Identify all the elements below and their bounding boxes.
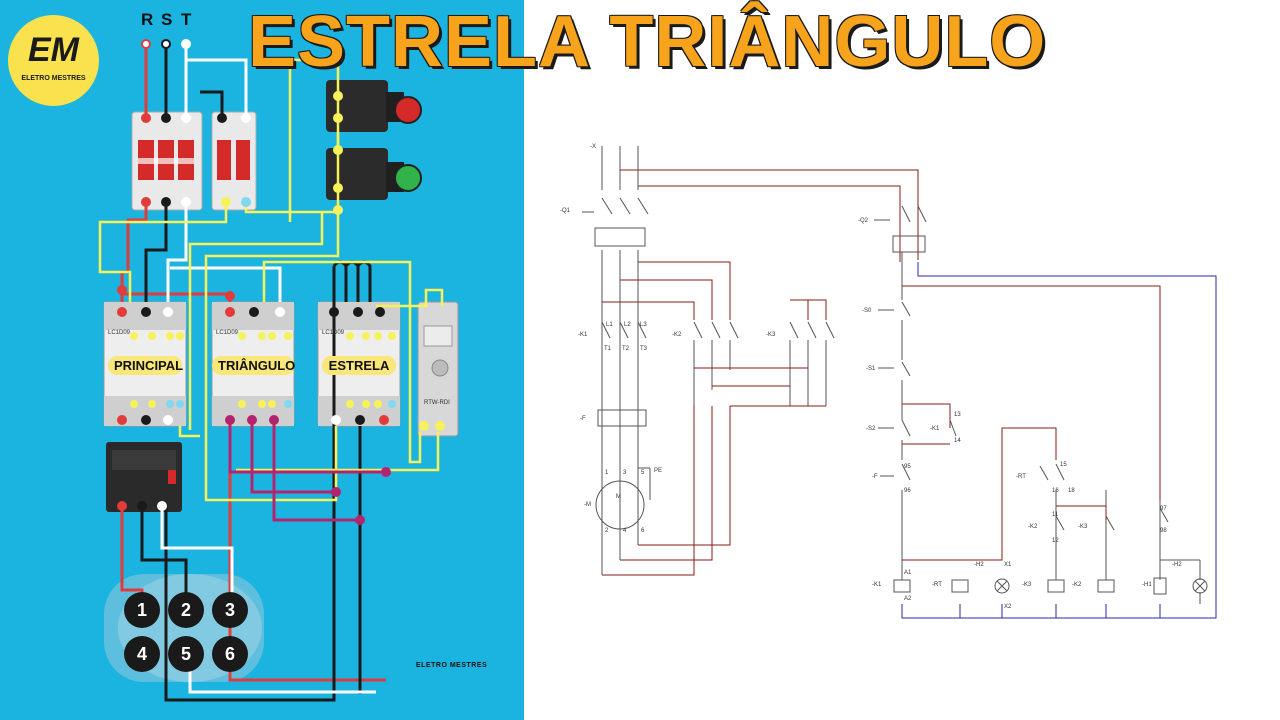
label-16: 16 bbox=[1052, 488, 1059, 494]
label-x: -X bbox=[590, 144, 596, 150]
motor-terminal-discs bbox=[124, 592, 248, 672]
label-k3: -K3 bbox=[766, 332, 776, 338]
label-f: -F bbox=[580, 416, 586, 422]
label-l1: L1 bbox=[606, 322, 613, 328]
label-s0: -S0 bbox=[862, 308, 872, 314]
label-f-control: -F bbox=[872, 474, 878, 480]
logo-mark: EM bbox=[28, 31, 79, 69]
label-rt: -RT bbox=[1016, 474, 1026, 480]
label-n3: 3 bbox=[623, 470, 627, 476]
label-s2: -S2 bbox=[866, 426, 876, 432]
control-breaker bbox=[211, 111, 257, 211]
label-motor-m: M bbox=[616, 494, 621, 500]
label-s1: -S1 bbox=[866, 366, 876, 372]
label-rt-coil: -RT bbox=[932, 582, 942, 588]
label-h2-a: -H2 bbox=[974, 562, 984, 568]
label-q1: -Q1 bbox=[560, 208, 571, 214]
label-97: 97 bbox=[1160, 506, 1167, 512]
label-n2: 2 bbox=[605, 528, 609, 534]
contactor-model-estrela: LC1D09 bbox=[322, 330, 345, 336]
label-14: 14 bbox=[954, 438, 961, 444]
label-18: 18 bbox=[1068, 488, 1075, 494]
star-delta-timer bbox=[417, 301, 459, 437]
label-t2: T2 bbox=[622, 346, 630, 352]
power-schematic-labels: -X -Q1 -K1 -K2 -K3 -F -M L1 L2 L3 T1 T2 … bbox=[560, 144, 776, 534]
label-95: 95 bbox=[904, 464, 911, 470]
label-x1: X1 bbox=[1004, 562, 1012, 568]
overload-relay bbox=[106, 442, 182, 512]
motor-terminal-2: 2 bbox=[181, 600, 191, 620]
contactor-label-triangulo: TRIÂNGULO bbox=[212, 356, 295, 375]
label-k3-coil: -K3 bbox=[1022, 582, 1032, 588]
label-a1: A1 bbox=[904, 570, 912, 576]
motor-terminal-4: 4 bbox=[137, 644, 147, 664]
label-h1: -H1 bbox=[1142, 582, 1152, 588]
label-12: 12 bbox=[1052, 538, 1059, 544]
label-n1: 1 bbox=[605, 470, 609, 476]
label-m: -M bbox=[584, 502, 591, 508]
motor-terminal-6: 6 bbox=[225, 644, 235, 664]
control-schematic-labels: -Q2 -S0 -S1 -S2 -K1 -F -RT -K2 -K3 -K1 -… bbox=[858, 218, 1182, 610]
label-q2: -Q2 bbox=[858, 218, 869, 224]
label-pe: PE bbox=[654, 468, 662, 474]
label-x2: X2 bbox=[1004, 604, 1012, 610]
watermark: ELETRO MESTRES bbox=[416, 662, 488, 669]
motor-terminal-3: 3 bbox=[225, 600, 235, 620]
label-k1-coil: -K1 bbox=[872, 582, 882, 588]
contactor-label-principal: PRINCIPAL bbox=[108, 356, 183, 375]
contactor-label-estrela: ESTRELA bbox=[322, 356, 396, 375]
label-n6: 6 bbox=[641, 528, 645, 534]
main-breaker bbox=[131, 111, 203, 211]
timer-label: RTW-RDI bbox=[424, 400, 450, 406]
label-96: 96 bbox=[904, 488, 911, 494]
page-title: ESTRELA TRIÂNGULO bbox=[248, 2, 1047, 82]
logo: EM ELETRO MESTRES bbox=[8, 15, 99, 106]
label-98: 98 bbox=[1160, 528, 1167, 534]
label-13: 13 bbox=[954, 412, 961, 418]
logo-name: ELETRO MESTRES bbox=[21, 75, 86, 82]
label-t1: T1 bbox=[604, 346, 612, 352]
label-l2: L2 bbox=[624, 322, 631, 328]
label-t3: T3 bbox=[640, 346, 648, 352]
label-k1: -K1 bbox=[578, 332, 588, 338]
phase-r-label: R bbox=[141, 10, 154, 29]
label-n5: 5 bbox=[641, 470, 645, 476]
label-11: 11 bbox=[1052, 512, 1059, 518]
contactor-model-triangulo: LC1D09 bbox=[216, 330, 239, 336]
power-schematic bbox=[582, 146, 919, 576]
label-h2-b: -H2 bbox=[1172, 562, 1182, 568]
magenta-wires bbox=[228, 420, 386, 522]
control-schematic bbox=[874, 205, 1217, 619]
phase-s-label: S bbox=[161, 10, 173, 29]
label-15: 15 bbox=[1060, 462, 1067, 468]
label-n4: 4 bbox=[623, 528, 627, 534]
label-k3-aux: -K3 bbox=[1078, 524, 1088, 530]
label-k2-aux: -K2 bbox=[1028, 524, 1038, 530]
label-k1-aux: -K1 bbox=[930, 426, 940, 432]
label-a2: A2 bbox=[904, 596, 912, 602]
phase-t-label: T bbox=[181, 10, 192, 29]
contactor-model-principal: LC1D09 bbox=[108, 330, 131, 336]
label-k2: -K2 bbox=[672, 332, 682, 338]
stop-pushbutton bbox=[326, 80, 422, 132]
label-l3: L3 bbox=[640, 322, 647, 328]
terminal-dots bbox=[117, 39, 445, 609]
motor-terminal-5: 5 bbox=[181, 644, 191, 664]
motor-terminal-1: 1 bbox=[137, 600, 147, 620]
label-k2-coil: -K2 bbox=[1072, 582, 1082, 588]
